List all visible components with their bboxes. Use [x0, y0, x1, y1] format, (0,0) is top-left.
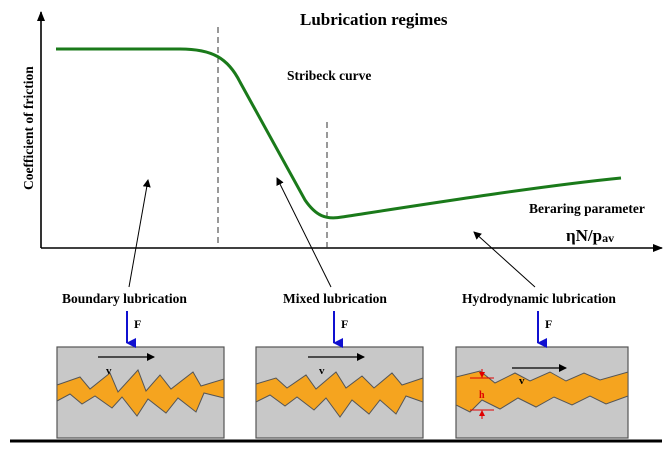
boundary-force-label: F [134, 317, 141, 331]
y-axis-label: Coefficient of friction [21, 66, 36, 190]
hydrodynamic-pointer-arrow [473, 231, 536, 288]
mixed-force-label: F [341, 317, 348, 331]
hydrodynamic-block: F v h [455, 311, 629, 439]
curve-label: Stribeck curve [287, 68, 371, 83]
mixed-pointer-arrow [276, 177, 332, 288]
boundary-lubricant-layer [56, 369, 225, 417]
diagram-title: Lubrication regimes [300, 10, 448, 29]
mixed-label: Mixed lubrication [283, 291, 387, 306]
hydrodynamic-label: Hydrodynamic lubrication [462, 291, 616, 306]
hydrodynamic-lubricant-layer [455, 370, 629, 413]
film-thickness-label: h [479, 390, 485, 401]
x-axis-symbol-sub: av [602, 231, 614, 245]
boundary-velocity-label: v [106, 365, 112, 377]
x-axis-symbol: ηN/pav [566, 226, 614, 245]
film-thickness-marker: h [470, 369, 494, 419]
x-axis-label: Beraring parameter [529, 201, 645, 216]
mixed-block: F v [255, 311, 424, 439]
mixed-velocity-label: v [319, 365, 325, 377]
x-axis-symbol-main: ηN/p [566, 226, 602, 245]
mixed-lubricant-layer [255, 371, 424, 418]
hydrodynamic-force-label: F [545, 317, 552, 331]
stribeck-curve [56, 47, 622, 220]
hydrodynamic-velocity-label: v [519, 375, 525, 387]
boundary-pointer-arrow [128, 179, 151, 288]
boundary-label: Boundary lubrication [62, 291, 187, 306]
boundary-block: F v [56, 311, 225, 439]
